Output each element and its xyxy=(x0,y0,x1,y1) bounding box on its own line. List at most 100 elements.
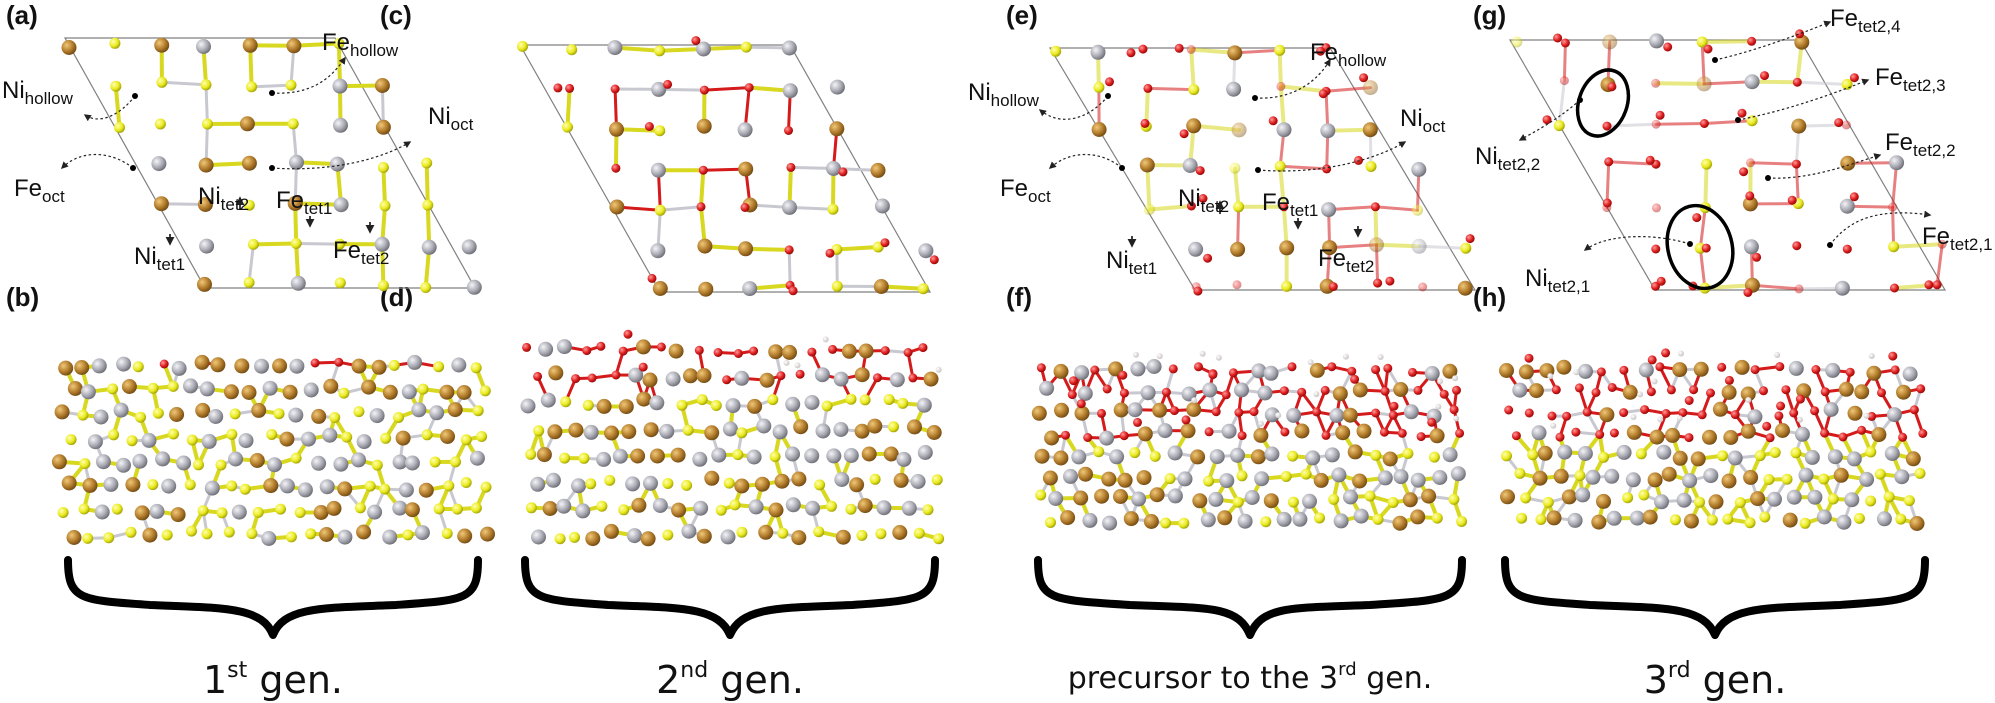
h-atom xyxy=(1437,378,1444,385)
s-atom xyxy=(154,118,166,130)
fe-atom xyxy=(251,402,267,418)
s-atom xyxy=(1287,450,1299,462)
fe-atom xyxy=(1309,362,1325,378)
bond xyxy=(1891,205,1896,249)
o-atom xyxy=(1774,411,1784,421)
o-atom xyxy=(1179,129,1189,139)
s-atom xyxy=(1203,475,1215,487)
s-atom xyxy=(604,474,616,486)
o-atom xyxy=(1076,399,1086,409)
fe-atom xyxy=(758,524,774,540)
o-atom xyxy=(1359,73,1369,83)
fe-atom xyxy=(1702,429,1717,445)
s-atom xyxy=(147,479,159,491)
o-atom xyxy=(334,357,344,367)
fe-atom xyxy=(1313,472,1329,488)
caption-3rd-gen: 3rd gen. xyxy=(1644,658,1787,702)
ni-atom xyxy=(199,381,215,397)
ni-atom xyxy=(1130,361,1146,377)
o-atom xyxy=(713,348,723,357)
h-atom xyxy=(1651,378,1658,385)
o-atom xyxy=(587,373,597,383)
o-atom xyxy=(744,83,754,93)
s-atom xyxy=(470,502,482,514)
o-atom xyxy=(1724,375,1734,385)
s-atom xyxy=(1387,497,1399,508)
s-atom xyxy=(364,480,376,492)
fe-atom xyxy=(1362,80,1378,96)
ni-atom xyxy=(1894,469,1910,485)
o-atom xyxy=(807,347,817,357)
arrow-fe-tet24 xyxy=(1714,20,1832,61)
o-atom xyxy=(1745,191,1755,201)
bond xyxy=(1232,166,1241,209)
ni-atom xyxy=(1836,514,1852,530)
fe-atom xyxy=(1499,363,1514,378)
ni-atom xyxy=(337,529,353,545)
ni-atom xyxy=(1071,449,1087,465)
s-atom xyxy=(111,503,123,515)
label-fe-tet2-e: Fetet2 xyxy=(1318,245,1374,276)
fe-atom xyxy=(1721,384,1737,400)
s-atom xyxy=(1164,473,1176,485)
fe-atom xyxy=(698,281,714,297)
o-atom xyxy=(1133,417,1142,427)
s-atom xyxy=(1287,496,1299,508)
arrow-fe-hollow-a xyxy=(271,56,346,94)
o-atom xyxy=(1090,365,1100,375)
s-atom xyxy=(1236,470,1248,482)
s-atom xyxy=(1759,511,1771,523)
s-atom xyxy=(1274,160,1286,172)
o-atom xyxy=(1249,407,1259,417)
s-atom xyxy=(922,504,934,516)
o-atom xyxy=(784,245,794,255)
ni-atom xyxy=(1329,408,1345,423)
site-dot xyxy=(1712,57,1718,63)
o-atom xyxy=(1765,433,1775,443)
o-atom xyxy=(1504,405,1514,415)
o-atom xyxy=(1888,202,1898,212)
o-atom xyxy=(1916,384,1926,394)
s-atom xyxy=(246,81,258,93)
fe-atom xyxy=(223,384,239,400)
s-atom xyxy=(57,507,69,518)
o-atom xyxy=(1596,367,1606,377)
ni-atom xyxy=(414,525,430,541)
s-atom xyxy=(1865,446,1877,458)
ni-atom xyxy=(201,433,217,449)
bond xyxy=(1191,123,1242,132)
ni-atom xyxy=(1638,362,1654,378)
fe-atom xyxy=(1034,448,1050,464)
s-atom xyxy=(388,359,400,371)
fe-atom xyxy=(542,501,558,516)
fe-atom xyxy=(1053,363,1069,379)
s-atom xyxy=(1781,473,1793,485)
ni-atom xyxy=(421,239,437,255)
o-atom xyxy=(1810,406,1820,416)
o-atom xyxy=(1316,46,1325,56)
bond xyxy=(1698,206,1707,250)
s-atom xyxy=(107,383,119,395)
structure-side-view-d xyxy=(520,329,945,547)
fe-atom xyxy=(1672,362,1688,378)
bond xyxy=(1327,205,1377,212)
fe-atom xyxy=(440,429,455,444)
s-atom xyxy=(729,499,741,511)
fe-atom xyxy=(1143,514,1159,529)
structure-side-view-h xyxy=(1499,348,1928,531)
fe-atom xyxy=(287,195,303,211)
arrow-fe-oct-a xyxy=(60,153,134,170)
s-atom xyxy=(1456,516,1468,527)
highlight-ellipse-lower xyxy=(1665,203,1735,291)
s-atom xyxy=(275,503,286,515)
o-atom xyxy=(1413,385,1423,395)
s-atom xyxy=(223,526,235,538)
bond xyxy=(160,80,208,87)
o-atom xyxy=(1842,244,1852,254)
fe-atom xyxy=(649,448,665,464)
s-atom xyxy=(1431,512,1443,524)
o-atom xyxy=(1181,415,1191,425)
s-atom xyxy=(126,435,138,447)
s-atom xyxy=(216,507,228,519)
o-atom xyxy=(1898,432,1908,442)
